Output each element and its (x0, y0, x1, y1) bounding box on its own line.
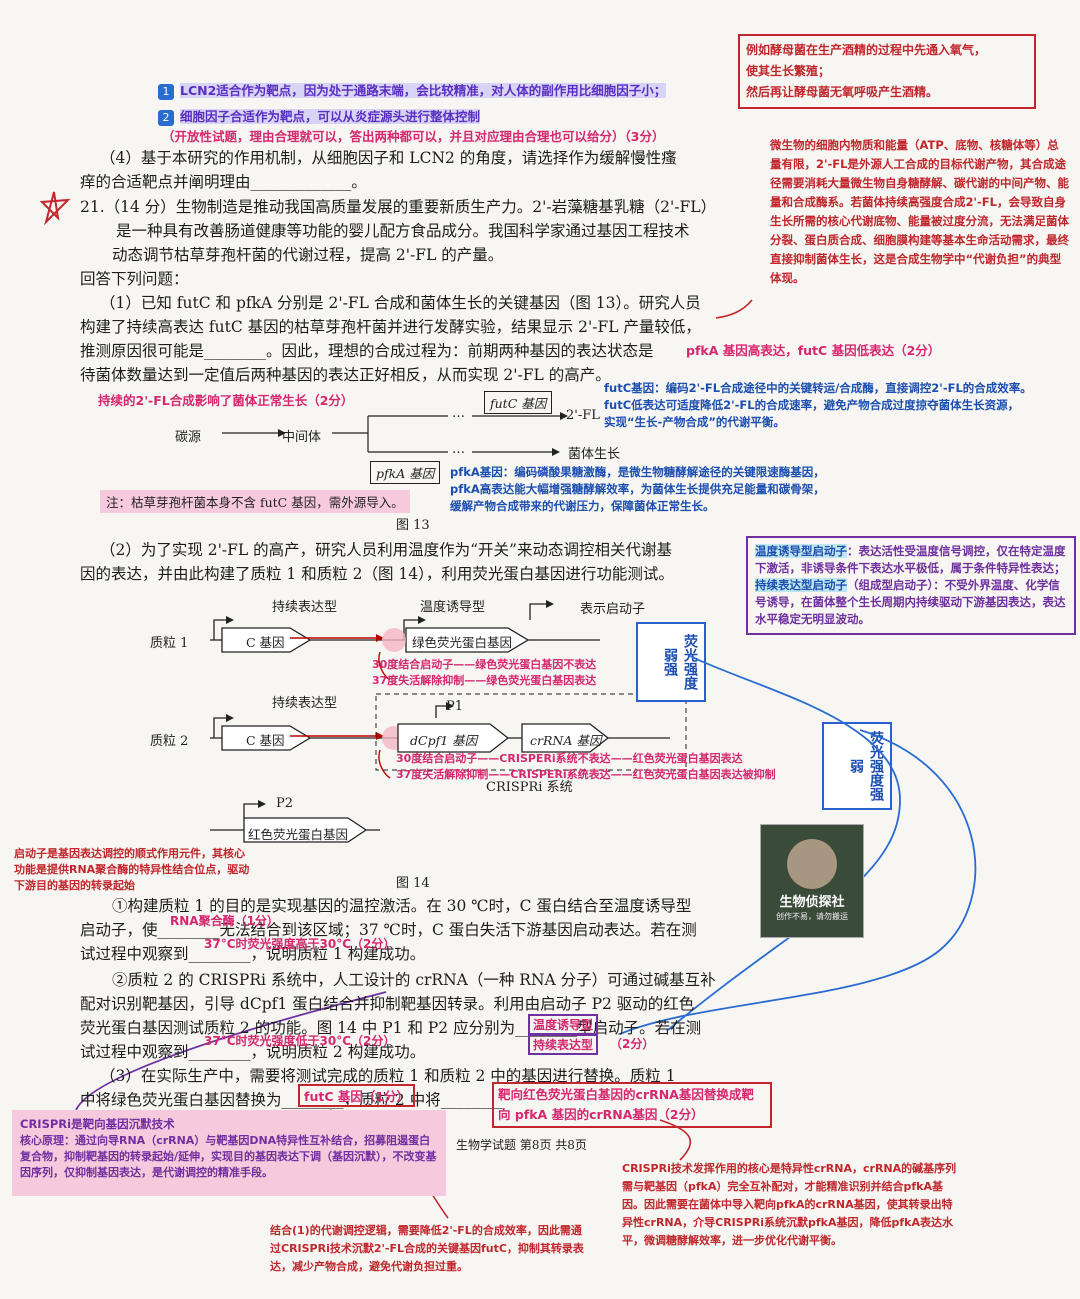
answer-constitutive: 持续表达型 (528, 1034, 599, 1055)
fig13-product: 2'-FL (566, 408, 600, 423)
q2-s1-line3: 试过程中观察到________，说明质粒 1 构建成功。 (80, 945, 426, 963)
q2-s2-line2: 配对识别靶基因，引导 dCpf1 蛋白结合并抑制靶基因转录。利用由启动子 P2 … (80, 995, 695, 1013)
answer-points: （2分） (610, 1037, 655, 1051)
pfka-note-3: 缓解产物合成带来的代谢压力，保障菌体正常生长。 (450, 499, 715, 513)
fig14-temp-inducible-label: 温度诱导型 (420, 600, 486, 615)
q3-line1: （3）在实际生产中，需要将测试完成的质粒 1 和质粒 2 中的基因进行替换。质粒… (100, 1067, 676, 1085)
fig13-pfka-box: pfkA 基因 (370, 461, 441, 484)
q21-p1-line4: 待菌体数量达到一定值后两种基因的表达正好相反，从而实现 2'-FL 的高产。 (80, 366, 611, 384)
crispri-explanation-box: CRISPRi是靶向基因沉默技术 核心原理：通过向导RNA（crRNA）与靶基因… (12, 1110, 446, 1196)
q2-s2-line3: 荧光蛋白基因测试质粒 2 的功能。图 14 中 P1 和 P2 应分别为____… (80, 1019, 702, 1037)
fig13-pathway-arrows (222, 412, 568, 456)
q21-p1-line3: 推测原因很可能是________。因此，理想的合成过程为：前期两种基因的表达状态… (80, 342, 654, 360)
fig14-rfp-gene: 红色荧光蛋白基因 (248, 827, 349, 842)
promoter-types-box: 温度诱导型启动子：表达活性受温度信号调控，仅在特定温度下激活，非诱导条件下表达水… (746, 536, 1076, 635)
q2-s1-line2: 启动子，使________无法结合到该区域；37 ℃时，C 蛋白失活下游基因启动… (80, 921, 697, 939)
pfka-note-1: pfkA基因：编码磷酸果糖激酶，是微生物糖酵解途径的关键限速酶基因， (450, 465, 825, 479)
futc-note-3: 实现“生长-产物合成”的代谢平衡。 (604, 415, 785, 429)
answer-growth: 持续的2'-FL合成影响了菌体正常生长（2分） (98, 393, 354, 408)
fig14-caption: 图 14 (396, 876, 430, 891)
fluorescence-stamp-2: 荧光强度强弱 (822, 722, 892, 810)
q21-line3: 动态调节枯草芽孢杆菌的代谢过程，提高 2'-FL 的产量。 (112, 246, 504, 264)
answer-futc: futC 基因（1分） (298, 1084, 416, 1107)
cat-face-icon (787, 839, 837, 889)
q2-line1: （2）为了实现 2'-FL 的高产，研究人员利用温度作为“开关”来动态调控相关代… (100, 541, 672, 559)
mascot-image: 生物侦探社 创作不易，请勿搬运 (760, 824, 864, 938)
yeast-example-box: 例如酵母菌在生产酒精的过程中先通入氧气， 使其生长繁殖； 然后再让酵母菌无氧呼吸… (738, 34, 1036, 109)
fig14-dcpf1-gene: dCpf1 基因 (410, 733, 478, 748)
number-badge: 2 (158, 110, 174, 126)
metabolic-burden-note: 微生物的细胞内物质和能量（ATP、底物、核糖体等）总量有限，2'-FL是外源人工… (770, 138, 1069, 285)
answer-crrna: 靶向红色荧光蛋白基因的crRNA基因替换成靶向 pfkA 基因的crRNA基因（… (492, 1082, 772, 1128)
fig14-crispri-label: CRISPRi 系统 (486, 780, 573, 795)
q4-line2: 痒的合适靶点并阐明理由_____________。 (80, 173, 367, 191)
fig13-futc-box: futC 基因 (484, 391, 553, 414)
fig14-c-gene-1: C 基因 (246, 635, 285, 650)
q2-s2-line4: 试过程中观察到________，说明质粒 2 构建成功。 (80, 1043, 426, 1061)
fig14-p2-note-30: 30度结合启动子——CRISPERi系统不表达——红色荧光蛋白基因表达 (396, 752, 743, 765)
q3-line2: 中将绿色荧光蛋白基因替换为________，质粒 2 中将________ (80, 1091, 503, 1109)
fig14-p2-label: P2 (276, 796, 294, 811)
fig14-p1-note-30: 30度结合启动子——绿色荧光蛋白基因不表达 (372, 658, 597, 671)
fig14-plasmid2-label: 质粒 2 (150, 734, 189, 749)
fig14-gfp-gene: 绿色荧光蛋白基因 (412, 635, 513, 650)
fluorescence-stamp-1: 荧光强度弱强 (636, 622, 706, 702)
futc-note-2: futC低表达可适度降低2'-FL的合成速率，避免产物合成过度掠夺菌体生长资源， (604, 398, 1020, 412)
fig14-crrna-gene: crRNA 基因 (530, 733, 602, 748)
fig13-caption: 图 13 (396, 518, 430, 533)
number-badge: 1 (158, 84, 174, 100)
q2-s1-line1: ①构建质粒 1 的目的是实现基因的温控激活。在 30 ℃时，C 蛋白结合至温度诱… (112, 897, 692, 915)
fig13-note: 注：枯草芽孢杆菌本身不含 futC 基因，需外源导入。 (100, 490, 410, 513)
q21-line2: 是一种具有改善肠道健康等功能的婴儿配方食品成分。我国科学家通过基因工程技术 (116, 222, 690, 240)
fig14-c-gene-2: C 基因 (246, 733, 285, 748)
q4-line1: （4）基于本研究的作用机制，从细胞因子和 LCN2 的角度，请选择作为缓解慢性瘙 (100, 149, 677, 167)
crrna-logic-note: CRISPRi技术发挥作用的核心是特异性crRNA，crRNA的碱基序列需与靶基… (622, 1162, 957, 1247)
fig13-dots1: … (452, 406, 465, 421)
page-footer: 生物学试题 第8页 共8页 (456, 1138, 587, 1152)
top-note-3: （开放性试题，理由合理就可以，答出两种都可以，并且对应理由合理也可以给分）（3分… (162, 129, 665, 144)
star-mark-icon (39, 191, 71, 226)
fig13-dots2: … (452, 442, 465, 457)
answer-rna-polymerase: RNA聚合酶（1分） (170, 914, 279, 928)
fig14-promoter-legend: 表示启动子 (580, 602, 646, 617)
q2-s2-line1: ②质粒 2 的 CRISPRi 系统中，人工设计的 crRNA（一种 RNA 分… (112, 971, 716, 989)
q21-line1: 21.（14 分）生物制造是推动我国高质量发展的重要新质生产力。2'-岩藻糖基乳… (80, 198, 717, 216)
fig14-p1-note-37: 37度失活解除抑制——绿色荧光蛋白基因表达 (372, 674, 597, 687)
q21-p1-line1: （1）已知 futC 和 pfkA 分别是 2'-FL 合成和菌体生长的关键基因… (100, 294, 701, 312)
answer-temp-inducible: 温度诱导型 (528, 1014, 599, 1035)
promoter-definition-note: 启动子是基因表达调控的顺式作用元件，其核心功能是提供RNA聚合酶的特异性结合位点… (14, 847, 250, 892)
fig14-constitutive-label-1: 持续表达型 (272, 600, 338, 615)
answer-fluorescence-1: 37°C时荧光强度高于30°C（2分） (204, 937, 396, 951)
q21-line4: 回答下列问题： (80, 270, 189, 288)
answer-pfka-futc: pfkA 基因高表达，futC 基因低表达（2分） (686, 343, 941, 358)
q21-p1-line2: 构建了持续高表达 futC 基因的枯草芽孢杆菌并进行发酵实验，结果显示 2'-F… (80, 318, 701, 336)
fig13-intermediate: 中间体 (282, 430, 322, 445)
fig14-constitutive-label-2: 持续表达型 (272, 696, 338, 711)
fig14-plasmid1-label: 质粒 1 (150, 636, 189, 651)
fig13-carbon: 碳源 (175, 430, 202, 445)
fig14-p2-note-37: 37度失活解除抑制——CRISPERi系统表达——红色荧光蛋白基因表达被抑制 (396, 768, 776, 781)
q2-line2: 因的表达，并由此构建了质粒 1 和质粒 2（图 14），利用荧光蛋白基因进行功能… (80, 565, 674, 583)
pfka-note-2: pfkA高表达能大幅增强糖酵解效率，为菌体生长提供充足能量和碳骨架， (450, 482, 825, 496)
fig14-plasmid-diagram (210, 600, 687, 843)
futc-note-1: futC基因：编码2'-FL合成途径中的关键转运/合成酶，直接调控2'-FL的合… (604, 381, 1032, 395)
answer-fluorescence-2: 37°C时荧光强度低于30°C（2分） (204, 1034, 396, 1048)
fig14-p1-label: P1 (446, 699, 464, 714)
futc-logic-note: 结合(1)的代谢调控逻辑，需要降低2'-FL的合成效率，因此需通过CRISPRi… (270, 1224, 584, 1273)
fig13-growth: 菌体生长 (568, 447, 621, 462)
